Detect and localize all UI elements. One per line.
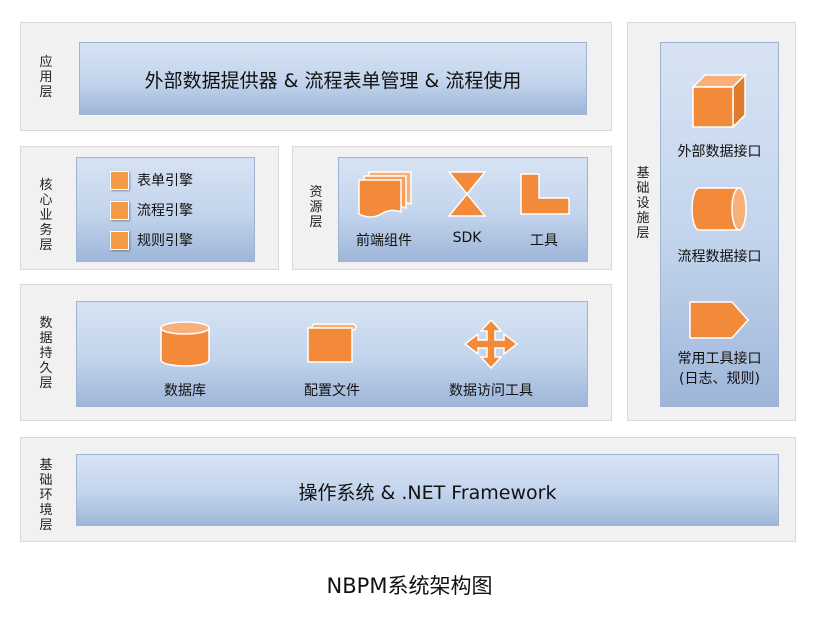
square-bullet-icon — [110, 231, 129, 250]
core-business-layer-label: 核心业务层 — [39, 178, 53, 253]
application-layer-content: 外部数据提供器 & 流程表单管理 & 流程使用 — [144, 70, 522, 92]
environment-layer-label: 基础环境层 — [39, 458, 53, 533]
persistence-layer-box: 数据库 配置文件 数据访问工具 — [76, 301, 588, 407]
move-arrows-icon — [463, 318, 519, 370]
resource-item-tools: 工具 — [530, 233, 558, 249]
application-layer-panel: 应用层 外部数据提供器 & 流程表单管理 & 流程使用 — [20, 22, 612, 131]
core-business-layer-box: 表单引擎 流程引擎 规则引擎 — [76, 157, 255, 262]
hourglass-icon — [447, 171, 487, 217]
persistence-item-data-access-tools: 数据访问工具 — [449, 383, 533, 399]
core-business-layer-panel: 核心业务层 表单引擎 流程引擎 规则引擎 — [20, 146, 279, 270]
documents-icon — [358, 171, 412, 218]
persistence-item-config-files: 配置文件 — [304, 383, 360, 399]
infra-item-external-data-interface: 外部数据接口 — [677, 144, 762, 160]
resource-layer-label: 资源层 — [309, 185, 323, 230]
cube-icon — [691, 73, 747, 129]
square-bullet-icon — [110, 171, 129, 190]
l-shape-icon — [520, 173, 570, 215]
core-item-rule-engine: 规则引擎 — [137, 233, 193, 249]
resource-item-sdk: SDK — [452, 230, 482, 246]
resource-item-frontend-components: 前端组件 — [356, 233, 412, 249]
scroll-icon — [307, 323, 357, 363]
cylinder-icon — [691, 187, 747, 231]
core-item-form-engine: 表单引擎 — [137, 173, 193, 189]
core-item-process-engine: 流程引擎 — [137, 203, 193, 219]
persistence-layer-label: 数据持久层 — [39, 316, 53, 391]
persistence-layer-panel: 数据持久层 数据库 配置文件 数据访问工具 — [20, 284, 612, 421]
persistence-item-database: 数据库 — [164, 383, 206, 399]
pentagon-arrow-icon — [689, 301, 750, 339]
infrastructure-layer-box: 外部数据接口 流程数据接口 常用工具接口 (日志、规则) — [660, 42, 779, 407]
database-icon — [160, 321, 210, 367]
diagram-caption: NBPM系统架构图 — [326, 574, 493, 598]
infra-item-common-tools-interface: 常用工具接口 — [677, 351, 762, 367]
infrastructure-layer-label: 基础设施层 — [636, 166, 650, 241]
infra-item-common-tools-note: (日志、规则) — [679, 371, 760, 387]
resource-layer-box: 前端组件 SDK 工具 — [338, 157, 588, 262]
environment-layer-panel: 基础环境层 操作系统 & .NET Framework — [20, 437, 796, 542]
infrastructure-layer-panel: 基础设施层 外部数据接口 流程数据接口 常用工具接口 (日志、规则) — [627, 22, 796, 421]
resource-layer-panel: 资源层 前端组件 SDK 工具 — [292, 146, 612, 270]
infra-item-process-data-interface: 流程数据接口 — [677, 249, 762, 265]
application-layer-box: 外部数据提供器 & 流程表单管理 & 流程使用 — [79, 42, 587, 115]
square-bullet-icon — [110, 201, 129, 220]
application-layer-label: 应用层 — [39, 55, 53, 100]
environment-layer-box: 操作系统 & .NET Framework — [76, 454, 779, 526]
environment-layer-content: 操作系统 & .NET Framework — [298, 482, 557, 504]
